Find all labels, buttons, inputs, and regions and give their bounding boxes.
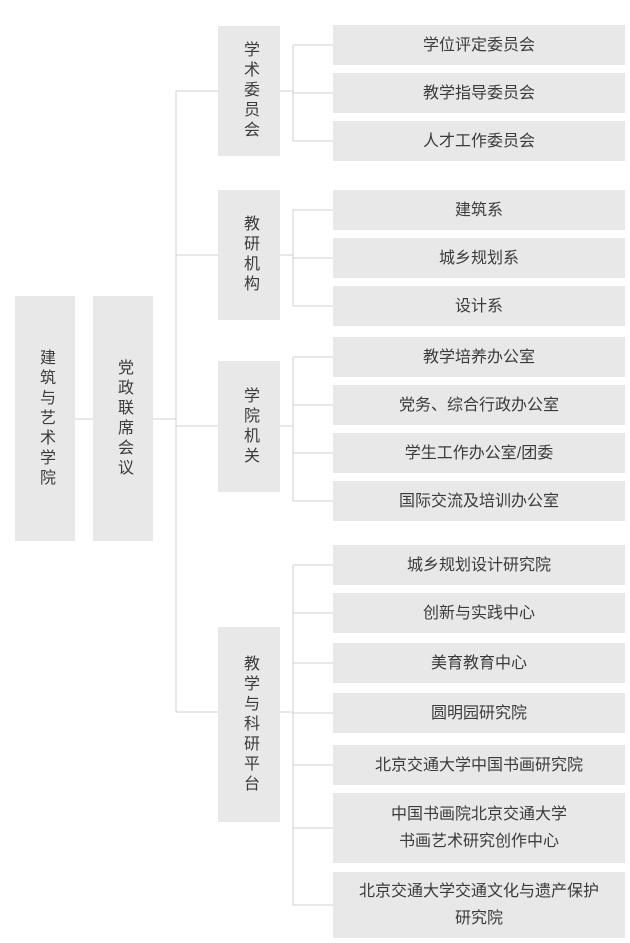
node-teaching-training-office: 教学培养办公室 [333, 337, 625, 377]
node-architecture-dept: 建筑系 [333, 190, 625, 230]
node-calligraphy-painting-institute: 北京交通大学中国书画研究院 [333, 745, 625, 785]
node-teaching-research-platforms: 教学与科研平台 [218, 627, 280, 822]
node-innovation-practice-center: 创新与实践中心 [333, 593, 625, 633]
node-party-gov-joint-conference: 党政联席会议 [93, 296, 153, 541]
node-aesthetic-education-center: 美育教育中心 [333, 643, 625, 683]
node-teaching-steering-committee: 教学指导委员会 [333, 73, 625, 113]
node-degree-evaluation-committee: 学位评定委员会 [333, 25, 625, 65]
node-student-affairs-office: 学生工作办公室/团委 [333, 433, 625, 473]
node-party-admin-office: 党务、综合行政办公室 [333, 385, 625, 425]
node-design-dept: 设计系 [333, 286, 625, 326]
node-college-offices: 学院机关 [218, 361, 280, 492]
node-academic-committee: 学术委员会 [218, 26, 280, 156]
node-college-root: 建筑与艺术学院 [15, 296, 75, 541]
node-yuanmingyuan-institute: 圆明园研究院 [333, 693, 625, 733]
node-teaching-research-orgs: 教研机构 [218, 190, 280, 320]
node-planning-design-institute: 城乡规划设计研究院 [333, 545, 625, 585]
node-international-exchange-office: 国际交流及培训办公室 [333, 481, 625, 521]
node-urban-rural-planning-dept: 城乡规划系 [333, 238, 625, 278]
node-transport-culture-heritage-institute: 北京交通大学交通文化与遗产保护 研究院 [333, 872, 625, 938]
node-talent-work-committee: 人才工作委员会 [333, 121, 625, 161]
node-calligraphy-art-creation-center: 中国书画院北京交通大学 书画艺术研究创作中心 [333, 793, 625, 863]
